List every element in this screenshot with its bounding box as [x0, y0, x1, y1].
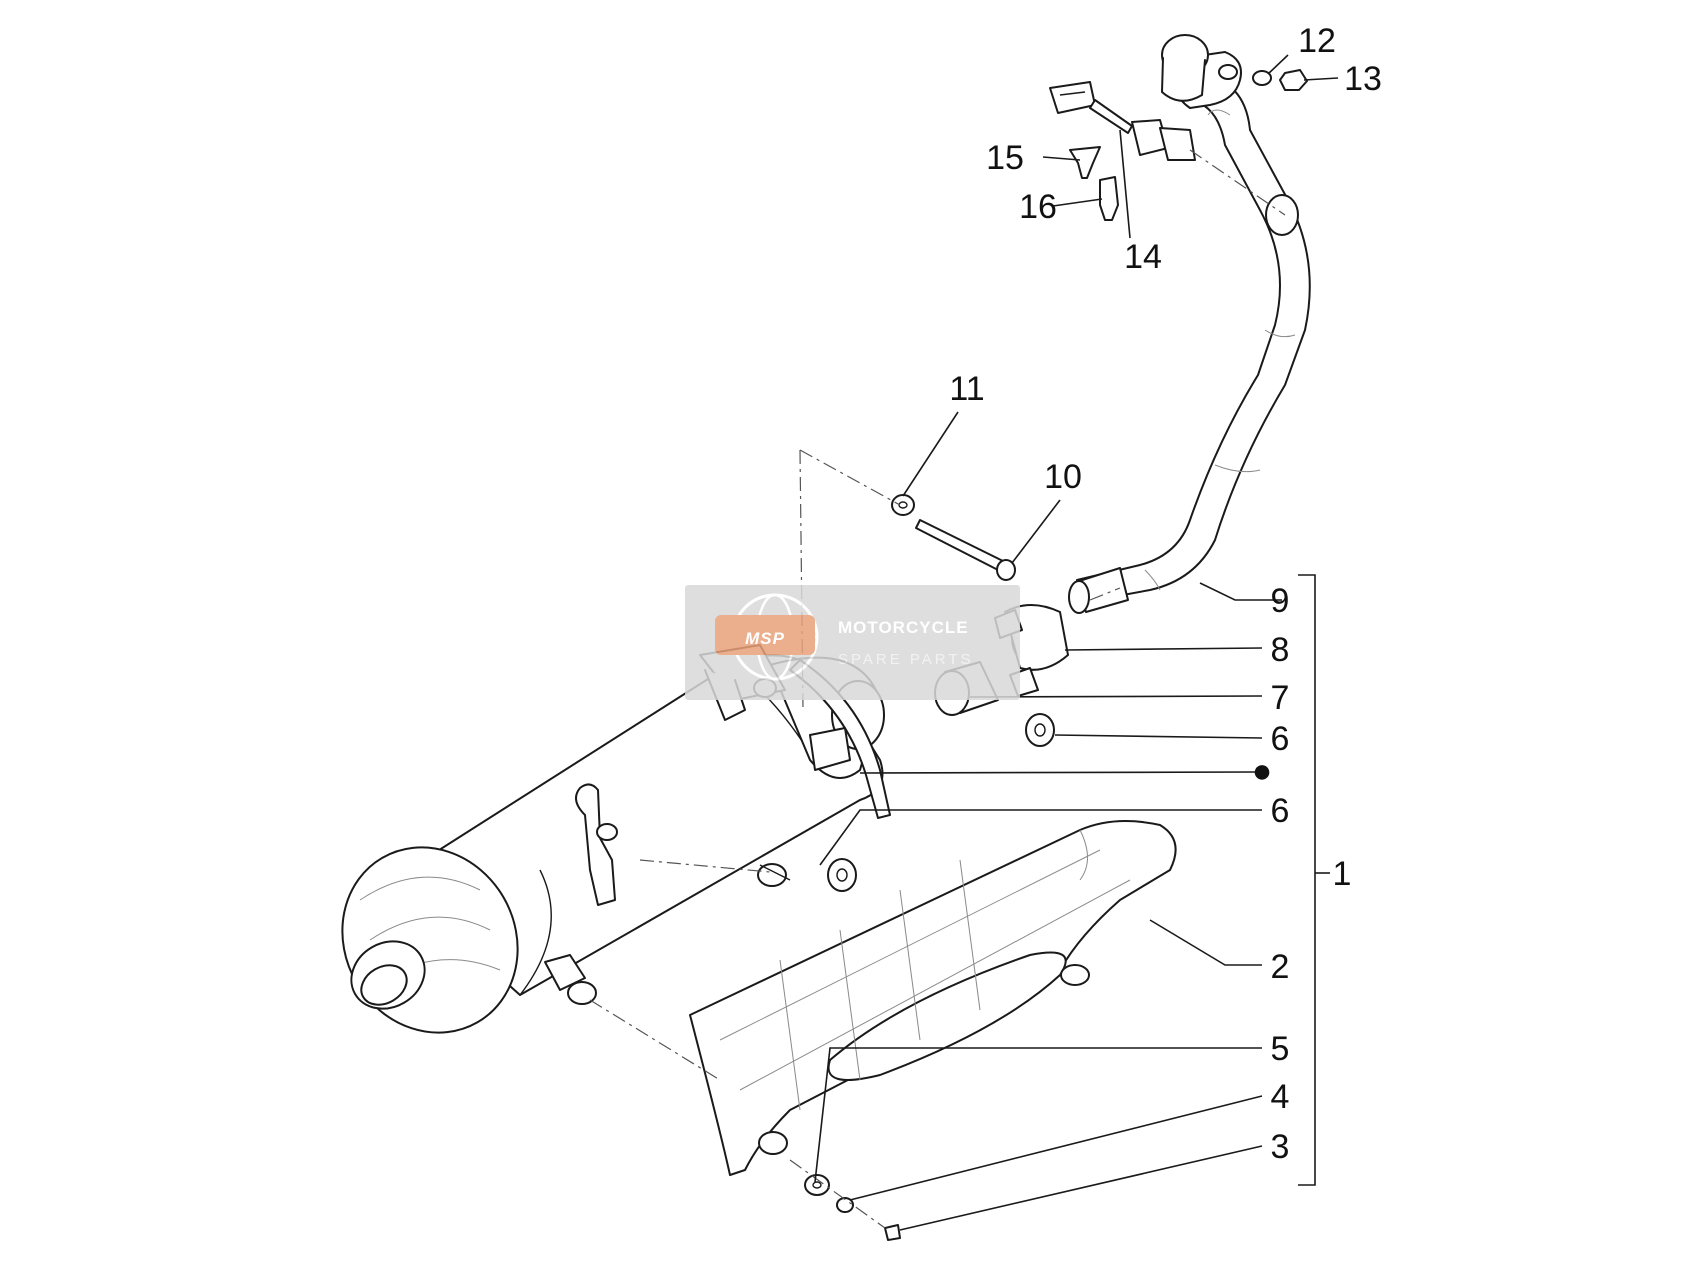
callout-6-upper: 6: [1271, 720, 1290, 758]
callout-15: 15: [986, 139, 1024, 177]
callout-11: 11: [949, 370, 984, 408]
oxygen-sensor-14: [1049, 81, 1196, 161]
washer-12: [1252, 70, 1272, 86]
watermark: MSP MOTORCYCLE SPARE PARTS: [685, 585, 1020, 700]
clamp-16: [1099, 176, 1119, 221]
callout-10: 10: [1044, 458, 1082, 496]
callout-6-lower: 6: [1271, 792, 1290, 830]
muffler-side-hooks: [544, 783, 791, 1005]
callout-12: 12: [1298, 22, 1336, 60]
callout-numbers: 12 13 15 16 14 11 10 9 8 7 6 6 1 2 5 4 3: [949, 22, 1382, 1166]
grommet-6-lower: [827, 858, 857, 892]
callout-16: 16: [1019, 188, 1057, 226]
washer-4: [836, 1197, 854, 1213]
bolt-10: [915, 519, 1006, 572]
callout-9: 9: [1271, 582, 1290, 620]
washer-11: [891, 494, 915, 516]
callout-7: 7: [1271, 679, 1290, 717]
watermark-logo-text: MSP: [745, 629, 785, 648]
watermark-line1: MOTORCYCLE: [838, 618, 969, 637]
clip-15: [1069, 146, 1101, 179]
callout-3: 3: [1271, 1128, 1290, 1166]
callout-5: 5: [1271, 1030, 1290, 1068]
nut-13: [1279, 69, 1308, 91]
screw-3: [884, 1224, 901, 1241]
callout-1: 1: [1333, 855, 1352, 893]
callout-4: 4: [1271, 1078, 1290, 1116]
callout-13: 13: [1344, 60, 1382, 98]
callout-8: 8: [1271, 631, 1290, 669]
grommet-6-upper: [1025, 713, 1055, 747]
grommet-5: [804, 1174, 830, 1196]
callout-14: 14: [1124, 238, 1162, 276]
assembly-dot-marker: ●: [1252, 752, 1273, 790]
callout-2: 2: [1271, 948, 1290, 986]
watermark-line2: SPARE PARTS: [838, 651, 974, 668]
exhaust-pipe: [1068, 34, 1311, 614]
